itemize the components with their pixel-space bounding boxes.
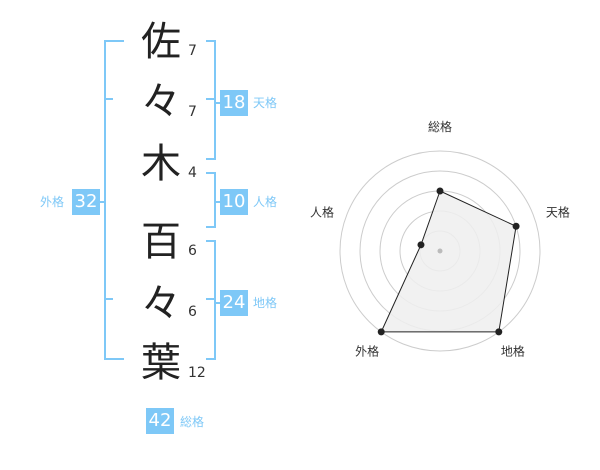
gaikaku-connector [98, 201, 106, 203]
stroke-count-1: 7 [188, 43, 197, 59]
gaikaku-tick-2 [104, 298, 113, 300]
radar-center-dot [437, 248, 443, 254]
jinkaku-bracket [206, 172, 216, 228]
tenkaku-label: 天格 [253, 96, 278, 110]
name-char-6: 葉 [141, 340, 181, 386]
gaikaku-label: 外格 [40, 195, 65, 209]
radar-grid-ring-5 [339, 150, 541, 352]
soukaku-value: 42 [146, 408, 174, 434]
chikaku-connector [214, 302, 222, 304]
radar-point-5 [417, 241, 425, 249]
stroke-count-2: 7 [188, 104, 197, 120]
tenkaku-tick [206, 98, 215, 100]
radar-series-polygon [380, 190, 517, 333]
radar-axis-label-4: 外格 [355, 343, 379, 358]
radar-axis-label-3: 地格 [501, 343, 525, 358]
name-char-3: 木 [141, 141, 181, 187]
radar-point-1 [436, 187, 444, 195]
chikaku-label: 地格 [253, 296, 278, 310]
chikaku-tick [206, 298, 215, 300]
chikaku-bracket [206, 240, 216, 360]
jinkaku-connector [214, 201, 222, 203]
gaikaku-tick-1 [104, 98, 113, 100]
name-char-5: 々 [141, 281, 181, 327]
radar-point-2 [512, 222, 520, 230]
stroke-count-6: 12 [188, 365, 206, 381]
stroke-count-4: 6 [188, 243, 197, 259]
chikaku-value: 24 [220, 290, 248, 316]
stroke-count-5: 6 [188, 304, 197, 320]
jinkaku-value: 10 [220, 189, 248, 215]
tenkaku-value: 18 [220, 90, 248, 116]
gaikaku-value: 32 [72, 189, 100, 215]
name-char-4: 百 [141, 219, 181, 265]
radar-axis-label-2: 天格 [546, 205, 570, 220]
gaikaku-bracket [104, 40, 124, 360]
tenkaku-connector [214, 102, 222, 104]
tenkaku-bracket [206, 40, 216, 160]
radar-axis-label-5: 人格 [310, 205, 334, 220]
name-char-2: 々 [141, 79, 181, 125]
stroke-count-3: 4 [188, 165, 197, 181]
radar-point-4 [377, 328, 385, 336]
name-char-1: 佐 [141, 19, 181, 65]
radar-point-3 [495, 328, 503, 336]
soukaku-label: 総格 [180, 415, 205, 429]
radar-axis-label-1: 総格 [428, 119, 452, 134]
jinkaku-label: 人格 [253, 195, 278, 209]
